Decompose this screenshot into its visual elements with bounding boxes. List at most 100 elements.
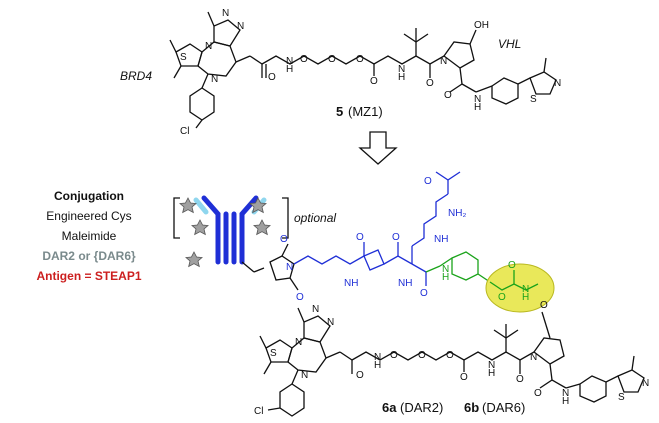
compound-6a-name: (DAR2)	[400, 400, 443, 415]
succinimide-ring	[269, 255, 295, 281]
atom-o: O	[426, 78, 434, 89]
right-bracket	[282, 197, 289, 239]
atom-o: O	[540, 300, 548, 311]
carbamate-highlight	[485, 263, 555, 313]
atom-o: O	[328, 54, 336, 65]
atom-nh: NH	[434, 234, 448, 245]
hydroxyproline-ring	[533, 337, 565, 365]
conjugation-title: Conjugation	[54, 189, 124, 203]
optional-label: optional	[294, 211, 336, 225]
pab-ring	[451, 251, 479, 281]
dar-label: DAR2 or {DAR6}	[42, 249, 136, 263]
mz1-structure	[169, 11, 557, 129]
atom-s: S	[618, 392, 625, 403]
atom-o: O	[498, 292, 506, 303]
atom-h: H	[488, 368, 495, 379]
atom-n: N	[440, 56, 447, 67]
benzyl-ring	[491, 77, 519, 105]
atom-s: S	[180, 52, 187, 63]
atom-nh: NH	[398, 278, 412, 289]
benzyl-ring	[579, 375, 607, 403]
atom-h: H	[442, 272, 449, 283]
atom-n: N	[327, 317, 334, 328]
chlorophenyl-ring	[189, 87, 215, 121]
thiazole-ring	[617, 369, 645, 393]
atom-o: O	[508, 260, 516, 271]
vhl-label: VHL	[498, 37, 521, 51]
diazepine-ring	[197, 41, 237, 77]
atom-o: O	[516, 374, 524, 385]
hydroxyproline-ring	[443, 41, 475, 69]
compound-5-number: 5	[336, 104, 343, 119]
atom-n: N	[237, 21, 244, 32]
left-bracket	[173, 197, 180, 239]
atom-n: N	[374, 352, 381, 363]
blue-linker-labels: N O O NH O O NH NH O NH₂ O	[280, 176, 466, 303]
atom-oh: OH	[474, 20, 489, 31]
atom-o: O	[280, 234, 288, 245]
atom-o: O	[446, 350, 454, 361]
conjugation-line-maleimide: Maleimide	[61, 229, 117, 243]
reaction-arrow-icon	[358, 131, 398, 165]
atom-o: O	[300, 54, 308, 65]
atom-h: H	[286, 64, 293, 75]
atom-o: O	[356, 232, 364, 243]
atom-s: S	[530, 94, 537, 105]
drug-star-3	[191, 219, 209, 236]
atom-n: N	[554, 78, 561, 89]
atom-h: H	[374, 360, 381, 371]
atom-n: N	[442, 264, 449, 275]
compound-6a-number: 6a	[382, 400, 397, 415]
atom-cl: Cl	[254, 406, 263, 417]
bottom-structure	[259, 307, 645, 417]
atom-o: O	[424, 176, 432, 187]
atom-n: N	[398, 64, 405, 75]
drug-star-5	[185, 251, 203, 268]
carbamate-labels: O O H N	[498, 260, 529, 303]
green-linker	[425, 251, 491, 283]
atom-n: N	[522, 284, 529, 295]
atom-n: N	[562, 388, 569, 399]
antigen-label: Antigen = STEAP1	[36, 269, 142, 283]
peg-linker	[261, 55, 417, 65]
diazepine-ring	[287, 337, 327, 373]
chlorophenyl-ring	[279, 383, 305, 417]
atom-n: N	[211, 74, 218, 85]
atom-n: N	[286, 56, 293, 67]
atom-n: N	[642, 378, 649, 389]
atom-s: S	[270, 348, 277, 359]
atom-cl: Cl	[180, 126, 189, 137]
top-atom-labels: S N N N N Cl O H N O O O O N H O N OH O …	[180, 8, 561, 137]
atom-o: O	[390, 350, 398, 361]
conjugation-line-engineered-cys: Engineered Cys	[46, 209, 132, 223]
atom-o: O	[392, 232, 400, 243]
triazole-ring	[213, 19, 241, 47]
drug-star-1	[179, 197, 197, 214]
atom-h: H	[562, 396, 569, 407]
brd4-label: BRD4	[120, 69, 152, 83]
atom-n: N	[530, 352, 537, 363]
atom-o: O	[420, 288, 428, 299]
triazole-ring	[303, 315, 331, 343]
atom-n: N	[488, 360, 495, 371]
bottom-atom-labels: S N N N N Cl O N H O O O O N H O N O N H…	[254, 304, 649, 417]
atom-n: N	[301, 370, 308, 381]
thiazole-ring	[529, 71, 557, 95]
atom-o: O	[418, 350, 426, 361]
maleimide-linker	[253, 243, 299, 291]
cyclobutane-ring	[363, 249, 385, 271]
atom-n: N	[286, 262, 293, 273]
atom-o: O	[296, 292, 304, 303]
atom-o: O	[356, 54, 364, 65]
drug-star-4	[253, 219, 271, 236]
atom-n: N	[474, 94, 481, 105]
atom-o: O	[534, 388, 542, 399]
atom-n: N	[295, 337, 302, 348]
atom-h: H	[398, 72, 405, 83]
atom-n: N	[205, 41, 212, 52]
atom-nh2: NH₂	[448, 208, 466, 219]
compound-6b-name: (DAR6)	[482, 400, 525, 415]
atom-nh: NH	[344, 278, 358, 289]
carbamate	[489, 270, 539, 291]
